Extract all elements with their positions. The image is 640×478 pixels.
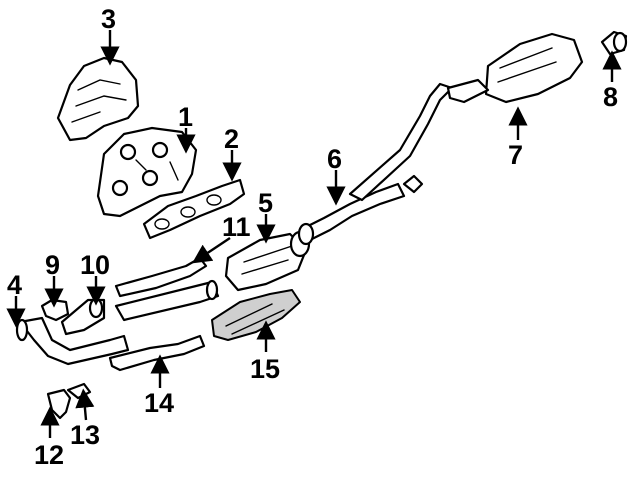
callout-15: 15 (250, 354, 280, 384)
part-gasket-small (40, 298, 70, 322)
callout-5: 5 (258, 188, 273, 218)
part-heat-shield-bracket (108, 334, 206, 372)
part-lower-shield (46, 388, 72, 420)
leader-lines (6, 30, 622, 438)
callout-3: 3 (101, 4, 116, 34)
part-tail-pipe-tip (600, 30, 628, 56)
callout-9: 9 (45, 250, 60, 280)
callout-10: 10 (80, 250, 110, 280)
part-muffler (446, 32, 584, 104)
callout-6: 6 (327, 144, 342, 174)
callout-2: 2 (224, 124, 239, 154)
part-connector-pipe (60, 297, 106, 336)
part-exhaust-manifold (96, 126, 198, 218)
callout-12: 12 (34, 440, 64, 470)
part-heat-shield-upper (56, 56, 140, 142)
callout-labels: 3 1 2 5 6 7 8 11 4 9 10 15 14 12 13 (7, 4, 618, 470)
part-manifold-gasket (142, 178, 246, 240)
leader-13 (75, 388, 95, 421)
callout-7: 7 (508, 140, 523, 170)
callout-11: 11 (222, 212, 251, 242)
part-center-pipe-resonator (297, 82, 454, 246)
callout-14: 14 (144, 388, 174, 418)
callout-13: 13 (70, 420, 100, 450)
callout-1: 1 (178, 102, 193, 132)
part-front-pipe (114, 256, 220, 322)
leader-11 (192, 237, 231, 264)
callout-4: 4 (7, 270, 22, 300)
callout-8: 8 (603, 82, 618, 112)
part-clamp (66, 382, 92, 400)
part-catalytic-heat-shield (211, 289, 301, 341)
